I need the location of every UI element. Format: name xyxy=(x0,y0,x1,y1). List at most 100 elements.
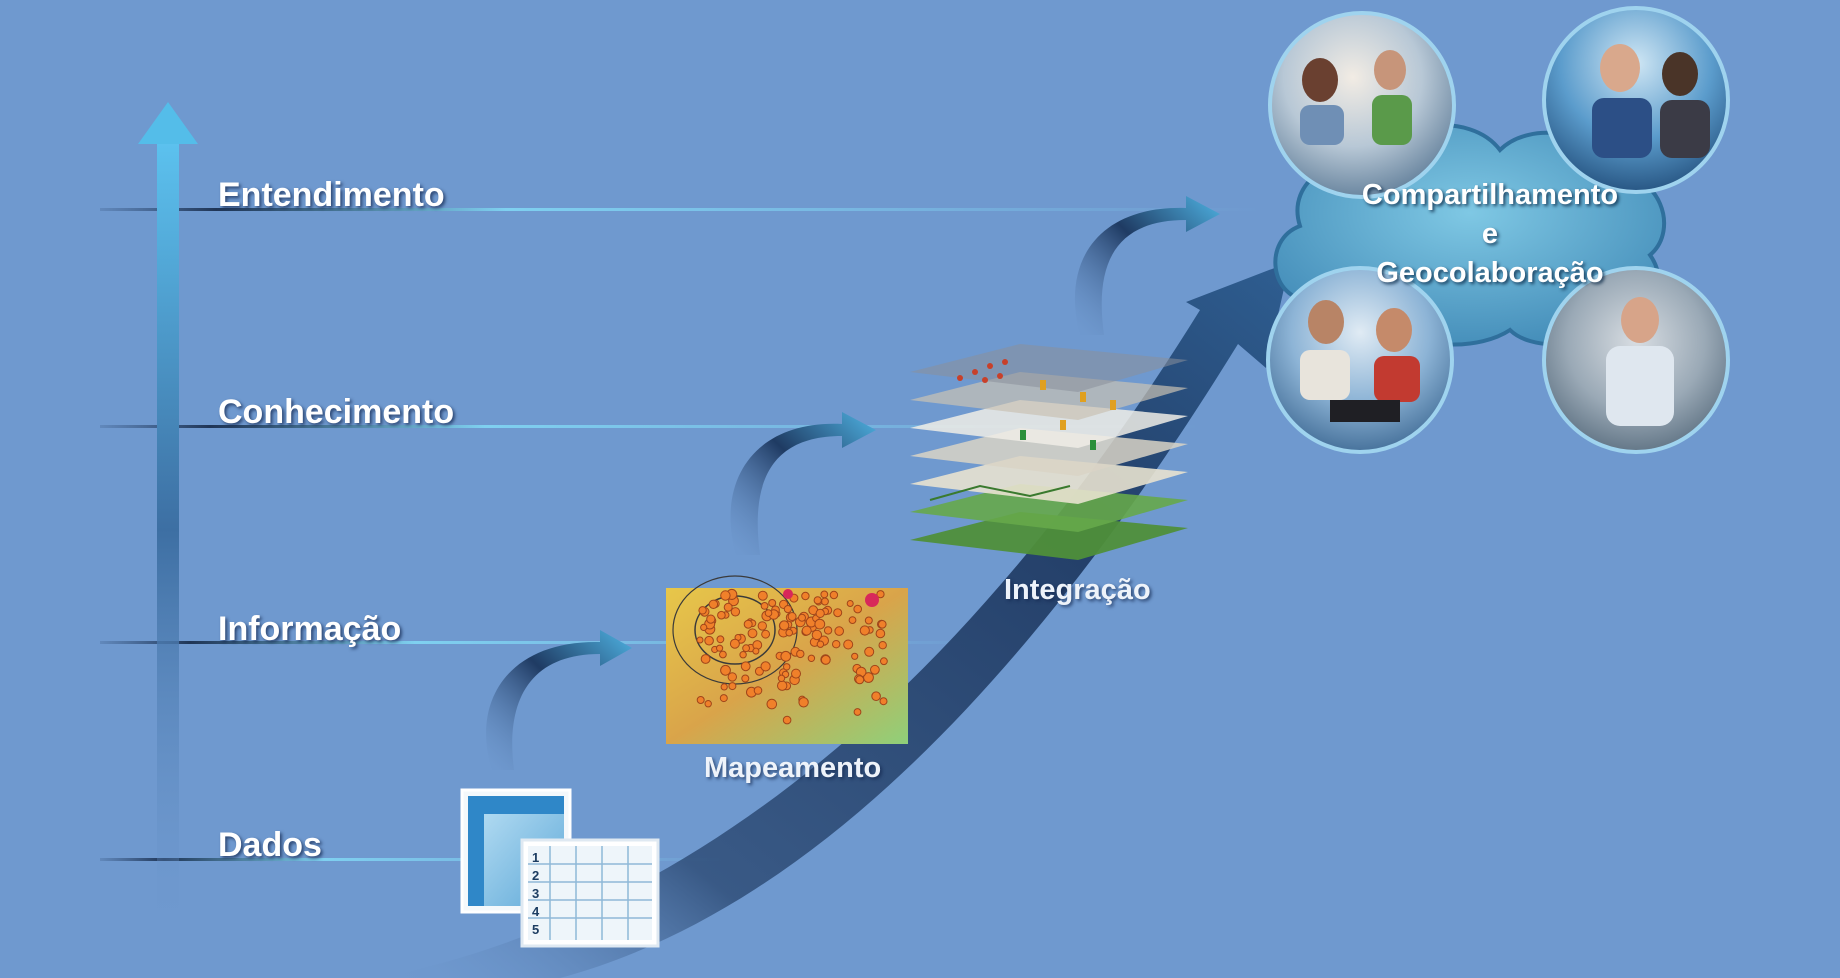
level-label-conhecimento: Conhecimento xyxy=(218,393,455,431)
map-point xyxy=(764,609,773,617)
map-point xyxy=(761,629,770,639)
photo-men-meeting xyxy=(1542,6,1730,194)
step-arrow-integracao-compartilhamento xyxy=(1074,196,1220,335)
cloud-label-line2: e xyxy=(1481,218,1499,250)
map-point xyxy=(843,639,854,650)
map-point xyxy=(813,596,822,605)
map-point xyxy=(720,590,731,601)
cloud-label-line3: Geocolaboração xyxy=(1376,257,1604,289)
map-point xyxy=(796,649,805,659)
map-point xyxy=(814,618,826,630)
integracao-layers-image xyxy=(910,344,1188,560)
level-line-entendimento xyxy=(100,208,1260,211)
map-point xyxy=(863,672,874,683)
mapeamento-map-image xyxy=(666,575,908,744)
map-point xyxy=(815,608,825,619)
map-point xyxy=(753,686,763,695)
map-point xyxy=(704,700,712,708)
map-point xyxy=(743,619,753,629)
map-point xyxy=(757,621,767,631)
map-point xyxy=(798,613,806,622)
map-point xyxy=(855,675,865,685)
map-point xyxy=(876,590,885,599)
map-point xyxy=(853,604,863,614)
main-growth-arrow xyxy=(380,262,1290,978)
map-point xyxy=(760,602,769,610)
map-point xyxy=(719,650,727,659)
map-point xyxy=(864,646,875,657)
level-label-informacao: Informação xyxy=(218,610,402,648)
step-arrow-mapeamento-integracao xyxy=(730,412,876,555)
map-point xyxy=(720,664,731,676)
photo-people-tablet xyxy=(1266,266,1454,454)
map-point xyxy=(716,635,725,644)
map-point xyxy=(700,623,708,632)
map-point xyxy=(807,654,816,662)
map-point xyxy=(723,602,733,612)
map-point xyxy=(728,682,737,691)
map-point xyxy=(729,638,740,649)
map-point xyxy=(851,652,859,660)
map-point xyxy=(740,661,751,672)
map-point xyxy=(820,655,831,665)
cloud-label-line1: Compartilhamento xyxy=(1361,179,1619,211)
map-point xyxy=(787,612,797,621)
map-point xyxy=(766,698,778,710)
map-point xyxy=(783,605,793,614)
map-point xyxy=(727,672,737,682)
map-point xyxy=(816,640,825,648)
map-point xyxy=(823,626,833,635)
photo-man-phone xyxy=(1542,266,1730,454)
stage-label-mapeamento: Mapeamento xyxy=(704,752,882,784)
map-point xyxy=(859,625,870,636)
map-point xyxy=(798,697,809,708)
level-label-dados: Dados xyxy=(218,826,322,864)
table-row-number: 2 xyxy=(532,868,539,883)
map-point xyxy=(870,664,880,675)
map-point xyxy=(741,674,750,683)
level-line-informacao xyxy=(100,641,1000,644)
table-row-number: 1 xyxy=(532,850,539,865)
map-point xyxy=(879,697,888,706)
map-point xyxy=(777,674,786,682)
map-point xyxy=(820,597,829,606)
map-point xyxy=(777,680,788,691)
map-point xyxy=(801,591,810,601)
map-point xyxy=(706,614,716,624)
map-point xyxy=(833,608,843,618)
map-point xyxy=(698,606,707,615)
map-point xyxy=(811,629,823,641)
table-data-icon: 1 2 3 4 5 xyxy=(460,788,660,948)
map-point xyxy=(875,628,886,639)
map-point xyxy=(846,600,854,607)
map-point xyxy=(730,607,741,617)
map-point xyxy=(783,663,791,671)
map-point xyxy=(747,628,758,639)
map-point xyxy=(708,599,719,609)
map-point xyxy=(848,616,857,624)
map-point xyxy=(717,610,726,620)
map-point xyxy=(757,590,768,601)
map-point xyxy=(780,650,792,662)
map-point xyxy=(779,620,790,631)
map-point xyxy=(752,647,760,655)
vertical-axis-arrow xyxy=(138,102,198,920)
photo-people-laptop xyxy=(1268,11,1456,199)
map-point xyxy=(853,708,862,716)
map-point xyxy=(782,715,792,725)
map-point xyxy=(820,590,829,599)
map-point xyxy=(834,626,845,636)
map-point xyxy=(878,641,887,650)
map-point xyxy=(801,625,812,636)
stage-label-integracao: Integração xyxy=(1004,574,1151,606)
map-point xyxy=(871,691,881,702)
step-arrow-dados-informacao xyxy=(486,630,632,770)
table-row-number: 4 xyxy=(532,904,540,919)
map-point xyxy=(785,628,794,637)
map-point xyxy=(720,683,728,691)
map-point xyxy=(742,644,750,653)
map-point xyxy=(829,590,839,600)
map-point xyxy=(880,657,888,666)
